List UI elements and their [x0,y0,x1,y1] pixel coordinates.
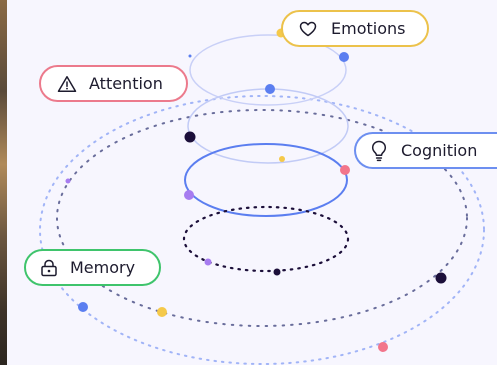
background-photo-edge [0,0,7,365]
orbit-dot [188,54,192,58]
emotions-pill[interactable]: Emotions [281,10,429,47]
cognition-pill[interactable]: Cognition [354,132,497,169]
orbit-dot [204,258,212,266]
orbit-dot [339,52,349,62]
orbit-dot [340,165,350,175]
orbit-dot [265,84,275,94]
outer-orbit-ring [39,95,485,365]
memory-label: Memory [70,258,136,277]
orbit-dot [435,272,447,284]
memory-pill[interactable]: Memory [24,249,161,286]
orbit-dot [273,268,281,276]
orbit-dot [279,156,285,162]
top-orbit-ring [189,34,347,106]
orbit-dot [157,307,167,317]
heart-icon [299,21,317,37]
attention-pill[interactable]: Attention [39,65,188,102]
lightbulb-icon [371,140,387,162]
orbit-dot [378,342,388,352]
cognition-label: Cognition [401,141,478,160]
orbit-dot [65,178,71,184]
lock-icon [40,259,58,277]
attention-label: Attention [89,74,163,93]
inner-orbit-ring [182,205,350,273]
upper-orbit-ring [187,88,349,164]
orbit-dot [184,131,196,143]
focus-orbit-ring [184,143,348,217]
warning-triangle-icon [57,75,77,93]
middle-orbit-ring [56,109,468,327]
orbit-dot [184,190,194,200]
orbit-dot [78,302,88,312]
emotions-label: Emotions [331,19,406,38]
